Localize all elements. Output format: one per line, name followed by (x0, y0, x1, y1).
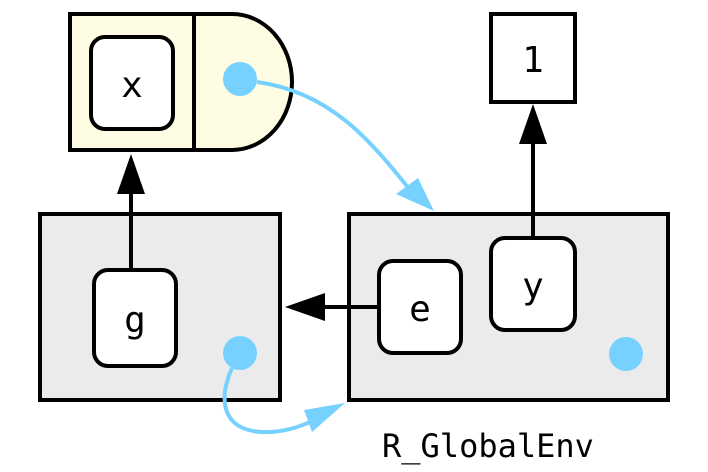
arrow-execution-env-to-global-head (304, 403, 345, 432)
global-environment: e y (347, 212, 670, 402)
arrow-execution-env-to-global (222, 367, 315, 435)
formal-arg-x-label: x (121, 65, 143, 106)
binding-g-label: g (124, 300, 146, 341)
formal-arg-x (89, 35, 175, 131)
arrow-function-env-to-global (256, 80, 412, 192)
arrow-e-to-execution-env-head (285, 293, 325, 321)
arrow-function-env-to-global-head (396, 178, 434, 211)
binding-y-label: y (522, 266, 544, 307)
function-object: x (68, 12, 294, 152)
binding-e-label: e (409, 289, 431, 330)
arrow-g-to-function-head (117, 154, 145, 194)
global-env-parent-dot (609, 337, 643, 371)
value-1: 1 (489, 12, 577, 104)
environment-pointers (222, 80, 434, 435)
global-environment-label: R_GlobalEnv (382, 427, 594, 465)
arrow-y-to-value-head (519, 104, 547, 144)
execution-environment: g (38, 212, 282, 402)
binding-g (92, 268, 178, 368)
binding-arrows (117, 104, 547, 321)
function-env-pointer-dot (223, 62, 257, 96)
execution-env-parent-dot (223, 336, 257, 370)
value-1-label: 1 (522, 40, 544, 81)
value-1-box (489, 12, 577, 104)
